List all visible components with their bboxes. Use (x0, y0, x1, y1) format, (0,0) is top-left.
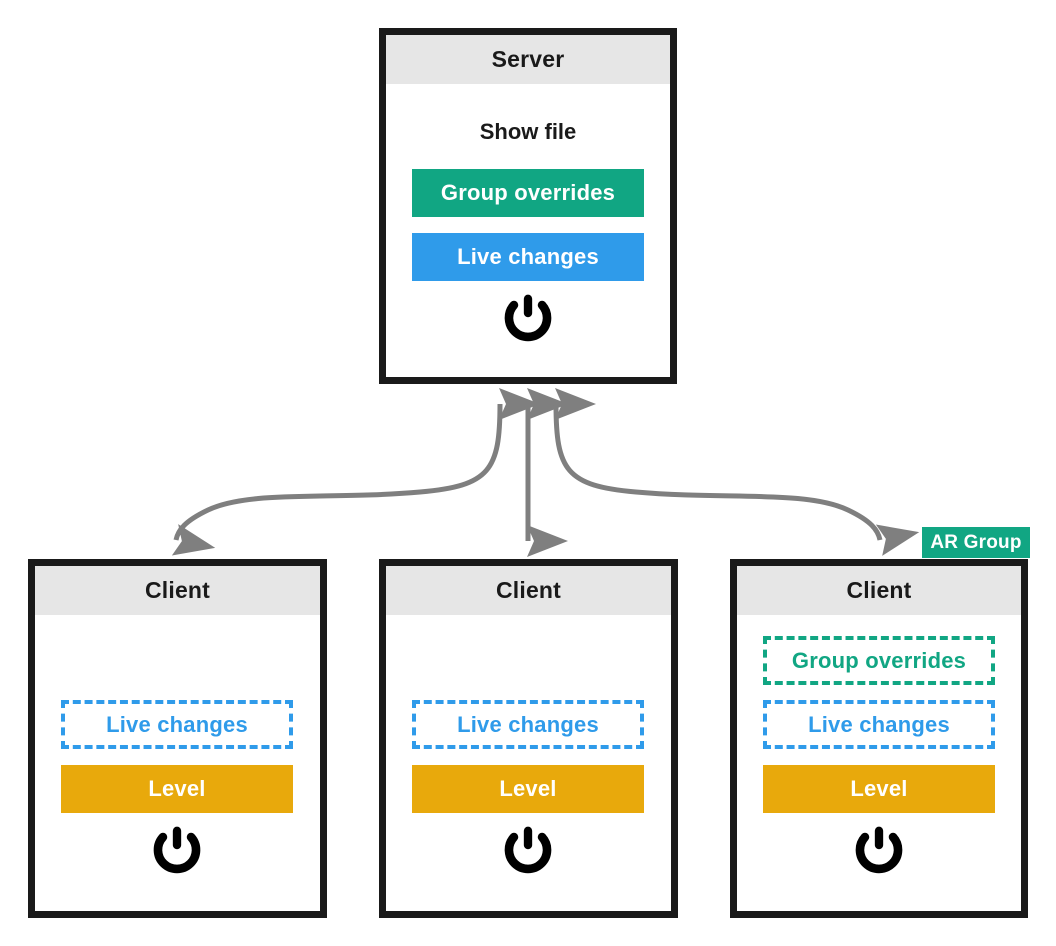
server-body: Show file Group overrides Live changes (386, 84, 670, 377)
client-power-icon-1[interactable] (148, 823, 206, 881)
server-power-icon[interactable] (499, 291, 557, 349)
server-title: Server (491, 46, 565, 72)
client-body-2: Live changes Level (386, 615, 671, 911)
client-power-icon-2[interactable] (499, 823, 557, 881)
client-header-3: Client (737, 566, 1021, 615)
connector-server-client3 (553, 388, 920, 556)
client-level-chip-2[interactable]: Level (412, 765, 644, 813)
server-show-file-label: Show file (479, 119, 577, 144)
client-node-2: Client Live changes Level (379, 559, 678, 918)
server-node: Server Show file Group overrides Live ch… (379, 28, 677, 384)
client-header-2: Client (386, 566, 671, 615)
server-live-changes-chip[interactable]: Live changes (412, 233, 644, 281)
client-node-1: Client Live changes Level (28, 559, 327, 918)
connector-server-client1 (171, 387, 541, 556)
client-group-overrides-chip-3[interactable]: Group overrides (763, 636, 995, 685)
client-power-icon-3[interactable] (850, 823, 908, 881)
server-header: Server (386, 35, 670, 84)
client-title-3: Client (846, 577, 912, 603)
client-node-3: Client Group overrides Live changes Leve… (730, 559, 1028, 918)
client-live-changes-chip-2[interactable]: Live changes (412, 700, 644, 749)
client-level-chip-3[interactable]: Level (763, 765, 995, 813)
client-title-1: Client (144, 577, 211, 603)
client-live-changes-chip-1[interactable]: Live changes (61, 700, 293, 749)
client-level-chip-1[interactable]: Level (61, 765, 293, 813)
client-header-1: Client (35, 566, 320, 615)
server-group-overrides-chip[interactable]: Group overrides (412, 169, 644, 217)
client-title-2: Client (495, 577, 562, 603)
client-body-1: Live changes Level (35, 615, 320, 911)
client-body-3: Group overrides Live changes Level (737, 615, 1021, 911)
ar-group-badge: AR Group (922, 527, 1030, 558)
client-live-changes-chip-3[interactable]: Live changes (763, 700, 995, 749)
